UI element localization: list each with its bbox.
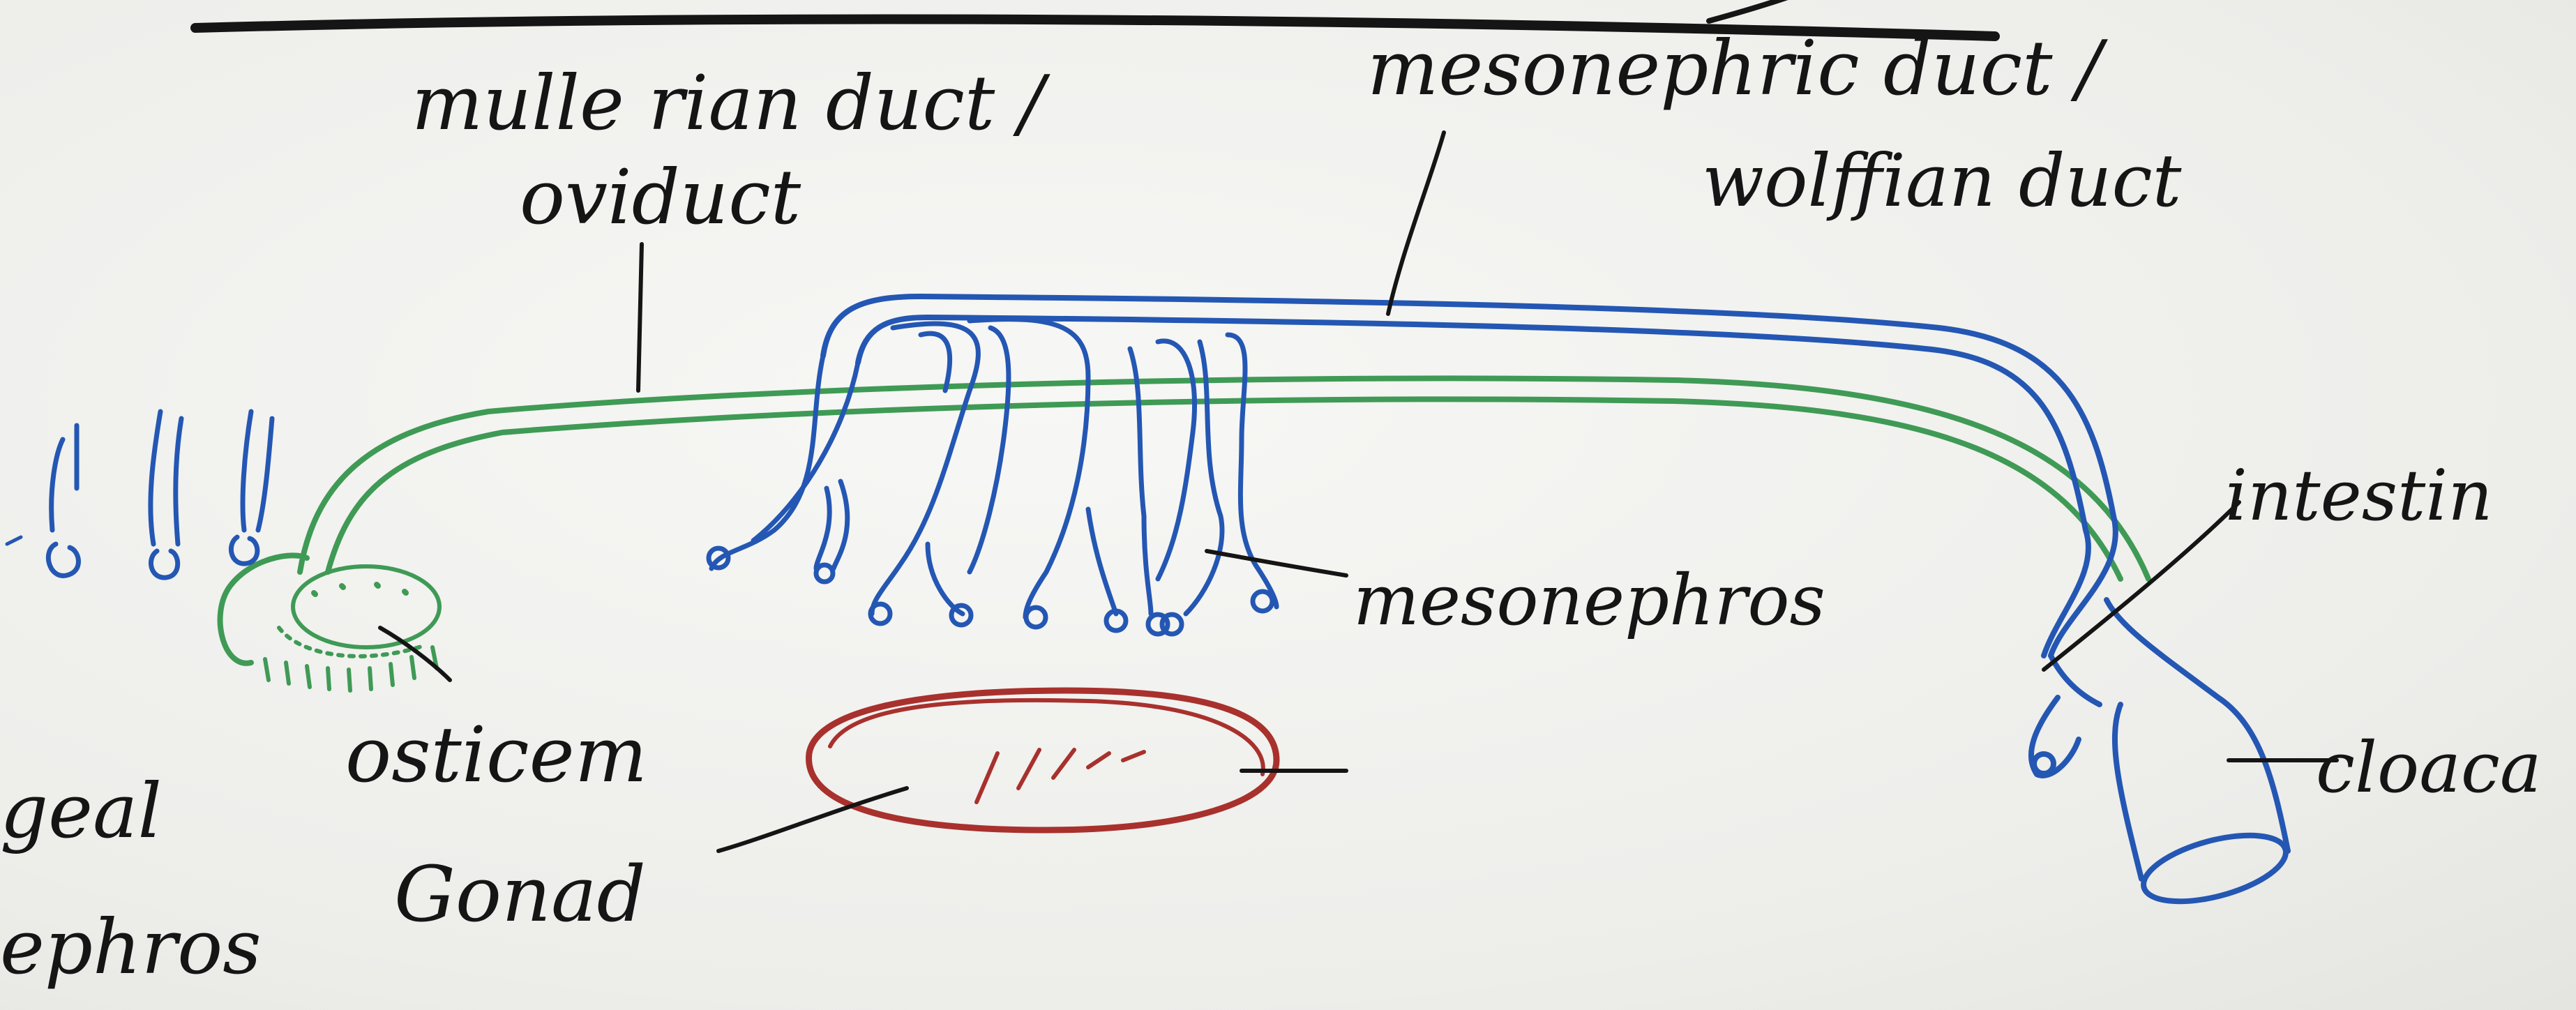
osticem-label: osticem <box>345 710 647 799</box>
top-border-line <box>190 14 2000 41</box>
left-partial-word-bottom: ephros <box>0 904 262 991</box>
gonad-label: Gonad <box>394 850 646 939</box>
ostium <box>263 564 442 693</box>
cloaca-intestine <box>2028 597 2291 905</box>
cloaca-label: cloaca <box>2316 727 2541 808</box>
mesonephros-tubules <box>706 317 1279 637</box>
pointer-lines <box>378 130 2339 853</box>
intestine-label: intestin <box>2225 455 2493 536</box>
mullerian-duct <box>217 375 2151 666</box>
top-border-arc <box>1706 0 1788 24</box>
mullerian-duct-label: mulle rian duct / <box>412 60 1051 147</box>
mesonephros-label: mesonephros <box>1353 559 1825 641</box>
pronephros-tubules <box>5 409 275 580</box>
left-partial-word-top: geal <box>0 768 162 855</box>
mesonephric-duct <box>820 294 2118 658</box>
mesonephric-duct-label: mesonephric duct / <box>1367 25 2109 112</box>
wolffian-duct-label: wolffian duct <box>1702 138 2182 223</box>
gonad <box>806 687 1280 834</box>
oviduct-label: oviduct <box>520 154 801 241</box>
